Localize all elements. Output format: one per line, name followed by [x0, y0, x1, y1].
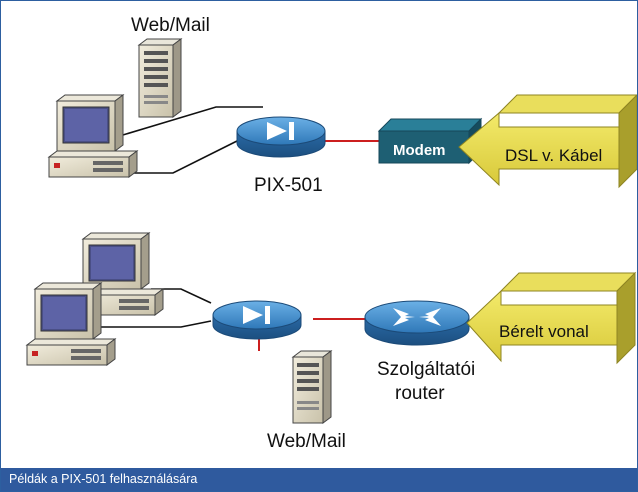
top-ethernet-lines: [92, 106, 263, 174]
dsl-arrow-label: DSL v. Kábel: [505, 146, 602, 165]
caption-bar: Példák a PIX-501 felhasználására: [1, 468, 637, 491]
workstation-icon-front: [25, 282, 117, 366]
web-mail-server-icon-bottom: [291, 350, 333, 424]
top-server-label: Web/Mail: [131, 15, 210, 36]
pix-firewall-icon: [236, 116, 326, 158]
leased-line-arrow-label: Bérelt vonal: [499, 322, 589, 341]
network-diagram: Web/Mail PIX-501 Modem DSL v. Kábel: [25, 15, 637, 452]
router-label-line1: Szolgáltatói: [377, 359, 475, 380]
modem-label: Modem: [393, 142, 446, 159]
router-icon: [364, 300, 470, 346]
modem-icon: [377, 117, 483, 165]
pix-firewall-icon-bottom: [212, 300, 302, 340]
workstation-icon: [47, 94, 139, 178]
caption-text: Példák a PIX-501 felhasználására: [9, 472, 198, 486]
bottom-server-label: Web/Mail: [267, 431, 346, 452]
top-firewall-label: PIX-501: [254, 175, 323, 196]
dsl-cable-arrow-icon: [458, 94, 637, 189]
router-label-line2: router: [395, 383, 445, 404]
web-mail-server-icon: [137, 38, 183, 118]
leased-line-arrow-icon: [466, 271, 637, 365]
